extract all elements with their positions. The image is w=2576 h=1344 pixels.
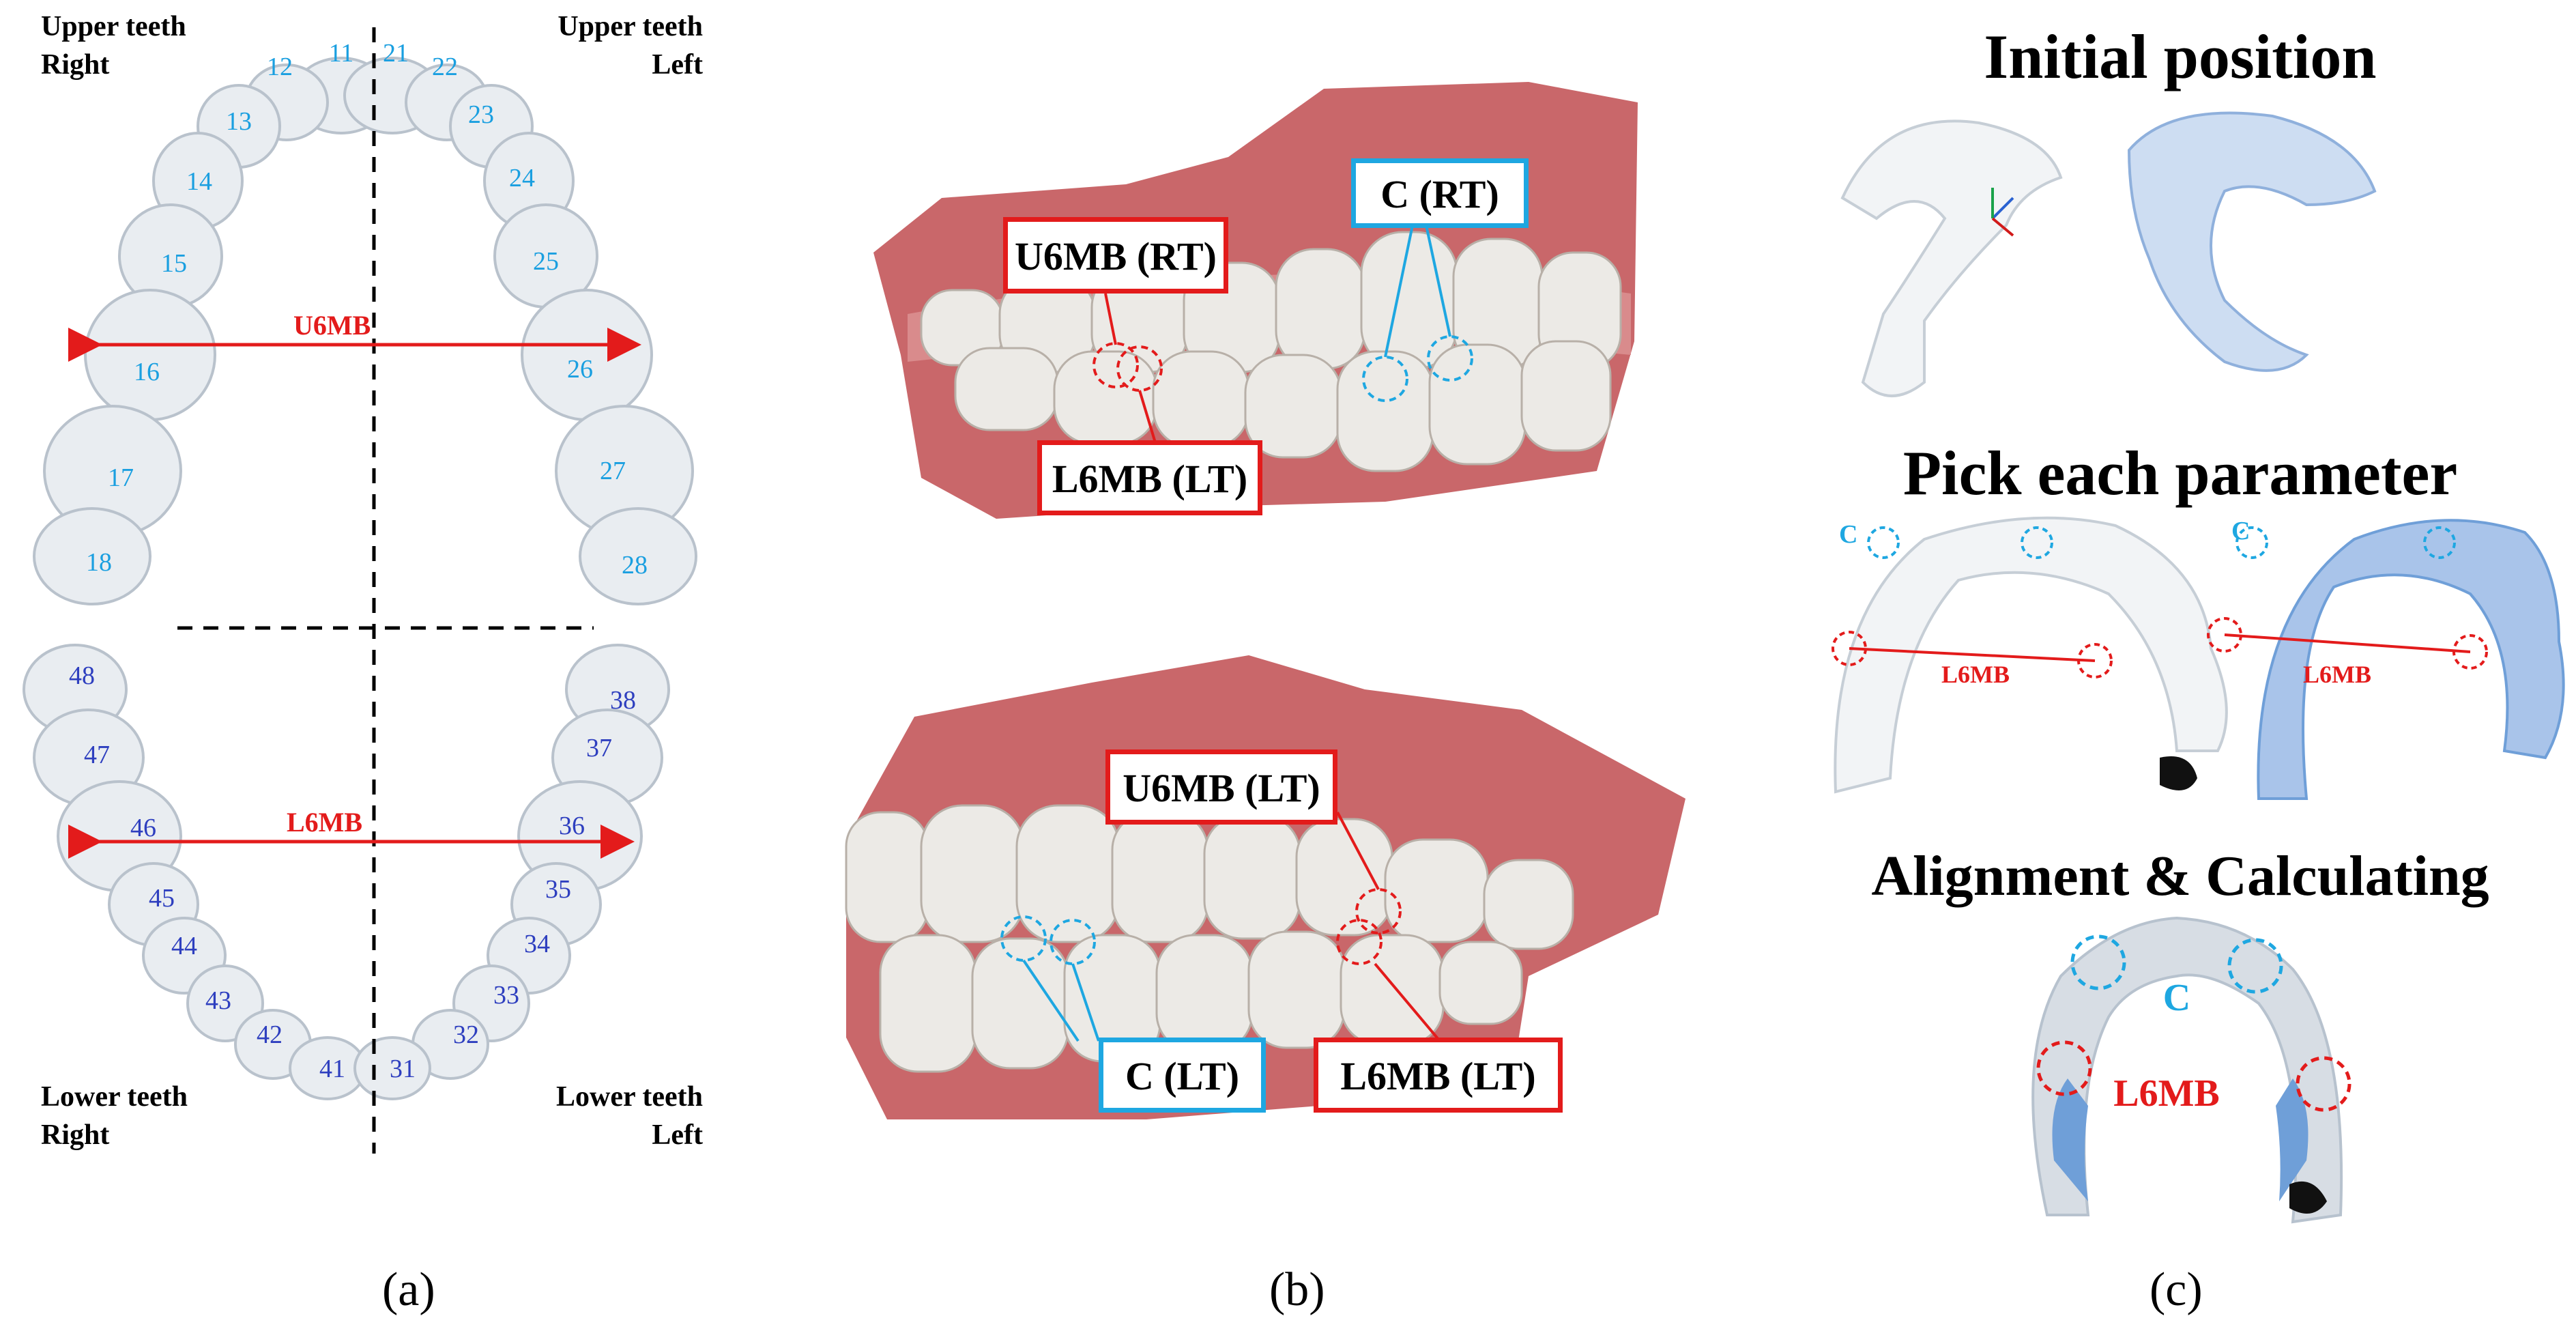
caption-c: (c) <box>2150 1263 2203 1316</box>
tooth-number: 48 <box>69 661 95 690</box>
tooth-number: 44 <box>171 932 197 960</box>
lower-right-label-2: Right <box>41 1119 109 1151</box>
tooth-number: 38 <box>610 686 636 715</box>
u6mb-marker <box>1092 342 1139 388</box>
pick-l6mb-label-2: L6MB <box>2303 661 2371 688</box>
u6mb-marker <box>1355 888 1402 934</box>
tooth-number: 36 <box>559 812 585 840</box>
tooth-number: 27 <box>600 457 626 485</box>
upper-left-label-1: Upper teeth <box>558 11 703 42</box>
c-marker <box>2021 526 2053 559</box>
u6mb-rt-label: U6MB (RT) <box>1003 217 1228 294</box>
tooth-number: 13 <box>226 107 252 136</box>
panel-a-dental-chart: U6MB L6MB Upper teeth Right Upper teeth … <box>0 0 737 1341</box>
l6mb-marker <box>2296 1056 2351 1112</box>
tooth-number: 35 <box>545 875 571 904</box>
c-marker <box>2423 526 2456 559</box>
c-marker <box>2227 938 2283 994</box>
tooth-number: 28 <box>622 551 648 580</box>
tooth-number: 31 <box>390 1055 416 1083</box>
tooth-number: 23 <box>468 100 494 129</box>
align-c-label: C <box>2163 977 2190 1019</box>
heading-initial-position: Initial position <box>1984 22 2377 91</box>
initial-white-scan <box>1840 119 2063 397</box>
pick-blue-arch <box>2257 519 2565 800</box>
tooth-number: 18 <box>86 548 112 577</box>
c-marker <box>1000 915 1047 962</box>
tooth-number: 46 <box>130 814 156 842</box>
lower-left-label-1: Lower teeth <box>556 1081 703 1113</box>
panel-b-intraoral-scans: U6MB (RT) C (RT) L6MB (LT) U6MB (LT) C (… <box>805 0 1774 1341</box>
tooth-number: 41 <box>319 1055 345 1083</box>
l6mb-top-label: L6MB (LT) <box>1037 440 1262 515</box>
tooth-number: 43 <box>205 986 231 1015</box>
tooth-number: 16 <box>134 358 160 386</box>
tooth-number: 17 <box>108 463 134 492</box>
u6mb-lt-label: U6MB (LT) <box>1105 749 1337 825</box>
top-markers <box>1092 225 1473 448</box>
u6mb-label: U6MB <box>293 310 371 341</box>
c-marker <box>2235 526 2268 559</box>
alignment-arch <box>2031 916 2343 1224</box>
caption-a: (a) <box>382 1263 435 1316</box>
panel-c-processing-steps: Initial position Pick each parameter Ali… <box>1788 0 2573 1341</box>
lower-tooth-numbers: 31 32 33 34 35 36 37 38 41 42 43 44 45 4… <box>69 661 636 1083</box>
heading-alignment: Alignment & Calculating <box>1871 844 2489 908</box>
caption-b: (b) <box>1269 1263 1325 1316</box>
bottom-markers <box>1000 812 1441 1042</box>
l6mb-marker <box>2036 1040 2092 1096</box>
tooth-number: 15 <box>161 249 187 278</box>
l6mb-bottom-label: L6MB (LT) <box>1314 1038 1563 1113</box>
lower-left-label-2: Left <box>652 1119 703 1151</box>
tooth-number: 34 <box>524 930 550 958</box>
tooth-number: 12 <box>267 53 293 81</box>
tooth-number: 22 <box>432 53 458 81</box>
lower-arch <box>23 644 670 1100</box>
tooth-number: 25 <box>533 247 559 276</box>
c-rt-label: C (RT) <box>1351 158 1529 228</box>
tooth-number: 14 <box>186 167 212 196</box>
pick-l6mb-label-1: L6MB <box>1941 661 2010 688</box>
processing-figures: C C L6MB L6MB C L6MB <box>1832 111 2565 1224</box>
tooth-number: 11 <box>329 39 354 68</box>
tooth-number: 33 <box>493 981 519 1010</box>
initial-blue-scan <box>2127 111 2377 372</box>
upper-left-label-2: Left <box>652 49 703 81</box>
intraoral-views <box>845 82 1685 1119</box>
tooth-number: 42 <box>257 1020 283 1049</box>
tooth-number: 26 <box>567 355 593 384</box>
top-scan <box>873 82 1638 519</box>
upper-right-label-1: Upper teeth <box>41 11 186 42</box>
lower-right-label-1: Lower teeth <box>41 1081 188 1113</box>
c-marker <box>1427 335 1473 382</box>
c-marker <box>2070 934 2126 990</box>
bottom-scan <box>845 655 1685 1119</box>
pick-c-label-2: C <box>2231 517 2250 545</box>
c-marker <box>1362 356 1408 402</box>
l6mb-label: L6MB <box>287 807 362 838</box>
upper-tooth-numbers: 11 12 13 14 15 16 17 18 21 22 23 24 25 2… <box>86 39 648 580</box>
l6mb-marker <box>1116 345 1163 392</box>
c-lt-label: C (LT) <box>1099 1038 1266 1113</box>
upper-right-label-2: Right <box>41 49 109 81</box>
l6mb-marker <box>1336 919 1383 965</box>
c-marker <box>1867 526 1900 559</box>
alignment-markers <box>2036 934 2351 1112</box>
tooth-number: 32 <box>453 1020 479 1049</box>
tooth-number: 21 <box>383 39 409 68</box>
pick-c-label-1: C <box>1839 520 1857 549</box>
tooth-number: 24 <box>509 164 535 192</box>
heading-pick-parameter: Pick each parameter <box>1902 438 2458 508</box>
align-l6mb-label: L6MB <box>2113 1072 2220 1115</box>
pick-markers <box>1832 526 2488 678</box>
tooth-number: 47 <box>84 741 110 769</box>
tooth-number: 37 <box>586 734 612 762</box>
dental-arch-diagram: U6MB L6MB Upper teeth Right Upper teeth … <box>23 11 703 1154</box>
tooth-number: 45 <box>149 884 175 913</box>
pick-white-arch <box>1834 516 2228 794</box>
c-marker <box>1050 919 1096 965</box>
